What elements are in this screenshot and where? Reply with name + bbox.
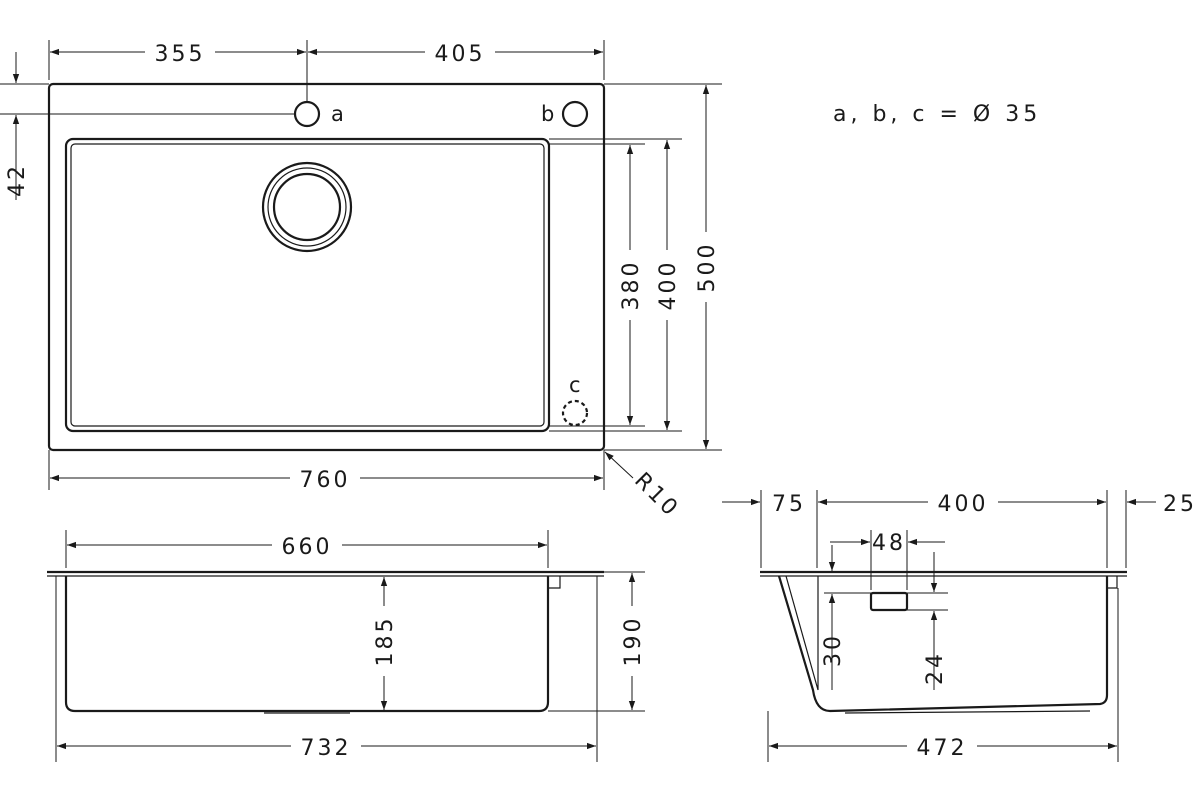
dim-42: 42: [5, 163, 30, 197]
dim-660: 660: [282, 535, 333, 560]
top-view: a b c 355 405 42 380: [0, 38, 722, 523]
dim-75: 75: [772, 492, 806, 517]
bowl-section: [64, 576, 550, 713]
sink-outline: [47, 82, 606, 452]
dim-732: 732: [301, 736, 352, 761]
tap-hole-a: [293, 100, 321, 128]
dim-30: 30: [821, 633, 846, 667]
hole-diameter-note: a, b, c = Ø 35: [833, 102, 1041, 127]
dim-405: 405: [435, 42, 486, 67]
bowl-outline: [64, 137, 551, 433]
dim-472: 472: [917, 736, 968, 761]
dim-24: 24: [923, 651, 948, 685]
hole-c-label: c: [569, 373, 581, 397]
dim-500: 500: [695, 242, 720, 293]
tap-hole-b: [561, 100, 589, 128]
hole-a-label: a: [331, 102, 344, 126]
bowl-inner-outline: [70, 143, 545, 427]
dim-380: 380: [619, 260, 644, 311]
dim-25: 25: [1163, 492, 1197, 517]
front-view: 660 185 190 732: [47, 530, 646, 762]
dim-400-side: 400: [938, 492, 989, 517]
hole-b-label: b: [541, 102, 554, 126]
dim-400: 400: [656, 260, 681, 311]
dim-355: 355: [155, 42, 206, 67]
overflow-slot: [869, 591, 909, 612]
bowl-side-section: [777, 575, 1109, 713]
dim-760: 760: [300, 468, 351, 493]
dim-190: 190: [621, 616, 646, 667]
dim-r10: R10: [629, 468, 684, 523]
dim-185: 185: [373, 616, 398, 667]
optional-hole-c: [561, 399, 589, 427]
drain-icon: [261, 161, 353, 253]
dim-48: 48: [872, 531, 906, 556]
side-view: 75 400 25 48 30 24 472: [722, 488, 1197, 762]
